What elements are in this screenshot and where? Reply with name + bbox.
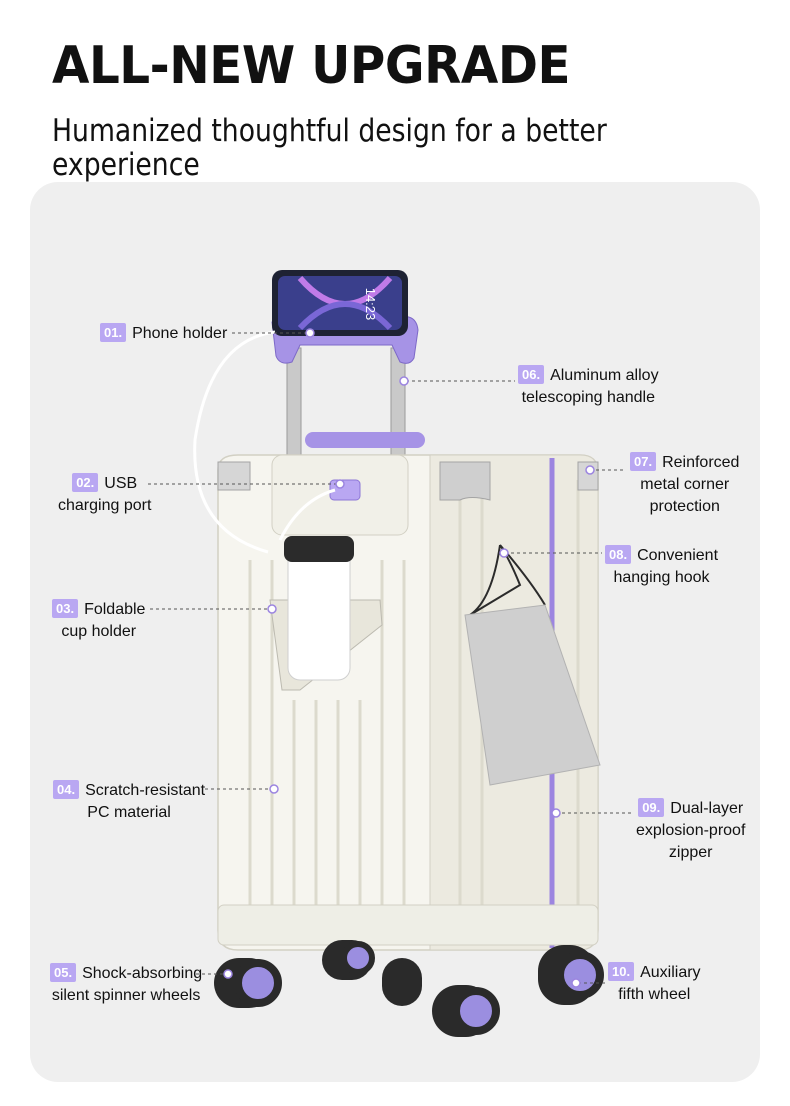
- callout-number: 04.: [53, 780, 80, 799]
- callout-pc-material: 04. Scratch-resistant PC material: [53, 780, 205, 824]
- callout-number: 05.: [50, 963, 77, 982]
- callout-label: Convenient: [637, 547, 719, 564]
- callout-number: 02.: [72, 473, 99, 492]
- callout-zipper: 09. Dual-layer explosion-proof zipper: [636, 798, 745, 864]
- callout-label-2: fifth wheel: [618, 986, 691, 1003]
- callout-label-2: explosion-proof: [636, 822, 746, 839]
- page-subtitle: Humanized thoughtful design for a better…: [52, 113, 607, 184]
- callout-label: Phone holder: [132, 325, 228, 342]
- callout-label-3: zipper: [668, 844, 713, 861]
- callout-label-2: hanging hook: [613, 569, 710, 586]
- callout-label: Aluminum alloy: [550, 367, 659, 384]
- callout-metal-corner: 07. Reinforced metal corner protection: [630, 452, 739, 518]
- callout-label: Reinforced: [662, 454, 740, 471]
- phone-icon: [272, 270, 408, 336]
- callout-fifth-wheel: 10. Auxiliary fifth wheel: [608, 962, 701, 1006]
- callout-number: 10.: [608, 962, 635, 981]
- callout-label: Shock-absorbing: [82, 965, 203, 982]
- callout-label: Scratch-resistant: [85, 782, 206, 799]
- phone-clock: 14:23: [363, 288, 378, 321]
- callout-label-2: telescoping handle: [521, 389, 655, 406]
- callout-label: Auxiliary: [640, 964, 701, 981]
- page-title: ALL-NEW UPGRADE: [52, 36, 571, 96]
- callout-label-3: protection: [649, 498, 720, 515]
- spinner-wheel-icon: [214, 940, 604, 1037]
- callout-number: 01.: [100, 323, 127, 342]
- callout-label-2: silent spinner wheels: [51, 987, 201, 1004]
- callout-number: 09.: [638, 798, 665, 817]
- callout-hanging-hook: 08. Convenient hanging hook: [605, 545, 718, 589]
- callout-number: 06.: [518, 365, 545, 384]
- callout-label-2: cup holder: [61, 623, 137, 640]
- callout-number: 08.: [605, 545, 632, 564]
- callout-label-2: charging port: [58, 497, 152, 514]
- callout-usb-port: 02. USB charging port: [58, 473, 151, 517]
- callout-label: Dual-layer: [670, 800, 744, 817]
- callout-label-2: PC material: [87, 804, 171, 821]
- callout-cup-holder: 03. Foldable cup holder: [52, 599, 145, 643]
- callout-number: 03.: [52, 599, 79, 618]
- callout-spinner-wheels: 05. Shock-absorbing silent spinner wheels: [50, 963, 202, 1007]
- callout-number: 07.: [630, 452, 657, 471]
- callout-label: Foldable: [84, 601, 146, 618]
- callout-label-2: metal corner: [640, 476, 730, 493]
- callout-phone-holder: 01. Phone holder: [100, 323, 227, 345]
- callout-telescoping-handle: 06. Aluminum alloy telescoping handle: [518, 365, 659, 409]
- callout-label: USB: [104, 475, 138, 492]
